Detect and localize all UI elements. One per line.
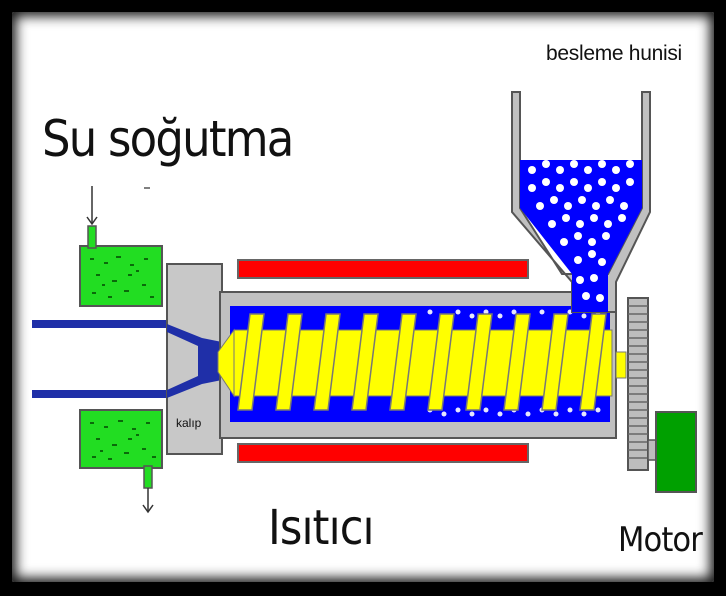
water-tank-bottom-icon — [79, 409, 163, 489]
motor-label: Motor — [618, 520, 703, 560]
screw-icon — [217, 313, 627, 411]
hopper-icon — [511, 91, 651, 313]
gear-icon — [627, 297, 649, 471]
water-cooling-label: Su soğutma — [42, 110, 294, 168]
die-label: kalıp — [176, 416, 202, 430]
extruder-diagram: besleme hunisi Su soğutma kalıp Isıtıcı … — [12, 12, 714, 582]
die-block — [166, 263, 223, 455]
heater-band-bottom-icon — [237, 443, 529, 463]
motor-icon — [647, 411, 697, 493]
heater-label: Isıtıcı — [268, 500, 375, 556]
extruder-drawing — [32, 91, 697, 514]
hopper-label: besleme hunisi — [546, 42, 682, 65]
extruded-pipe — [32, 320, 172, 398]
heater-band-top-icon — [237, 259, 529, 279]
water-tank-top-icon — [79, 225, 163, 307]
arrow-down-icon — [86, 186, 98, 226]
pellet-icon — [528, 160, 634, 302]
arrow-down-icon — [142, 488, 154, 514]
